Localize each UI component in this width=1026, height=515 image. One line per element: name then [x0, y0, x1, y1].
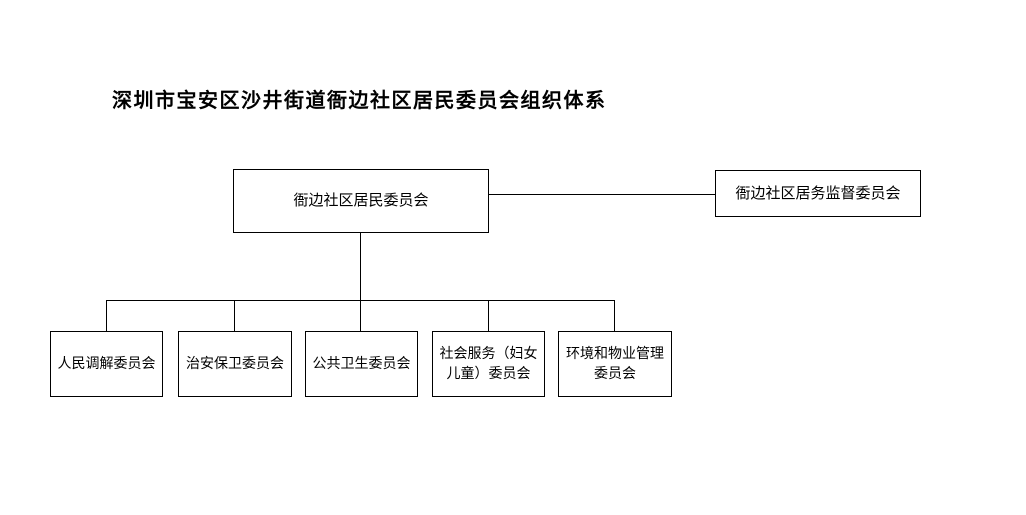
page-title: 深圳市宝安区沙井街道衙边社区居民委员会组织体系 — [112, 88, 607, 112]
connector-drop-1 — [106, 300, 107, 331]
node-subcommittee-environment-property: 环境和物业管理 委员会 — [558, 331, 672, 397]
connector-root-trunk — [360, 233, 361, 331]
connector-bus — [106, 300, 615, 301]
node-subcommittee-public-health: 公共卫生委员会 — [305, 331, 418, 397]
node-residents-committee: 衙边社区居民委员会 — [233, 169, 489, 233]
node-subcommittee-mediation: 人民调解委员会 — [50, 331, 163, 397]
node-supervision-committee: 衙边社区居务监督委员会 — [715, 170, 921, 217]
node-subcommittee-security: 治安保卫委员会 — [178, 331, 292, 397]
connector-drop-5 — [614, 300, 615, 331]
node-subcommittee-social-services: 社会服务（妇女 儿童）委员会 — [432, 331, 545, 397]
connector-drop-4 — [488, 300, 489, 331]
connector-root-to-supervisor — [489, 194, 715, 195]
connector-drop-2 — [234, 300, 235, 331]
